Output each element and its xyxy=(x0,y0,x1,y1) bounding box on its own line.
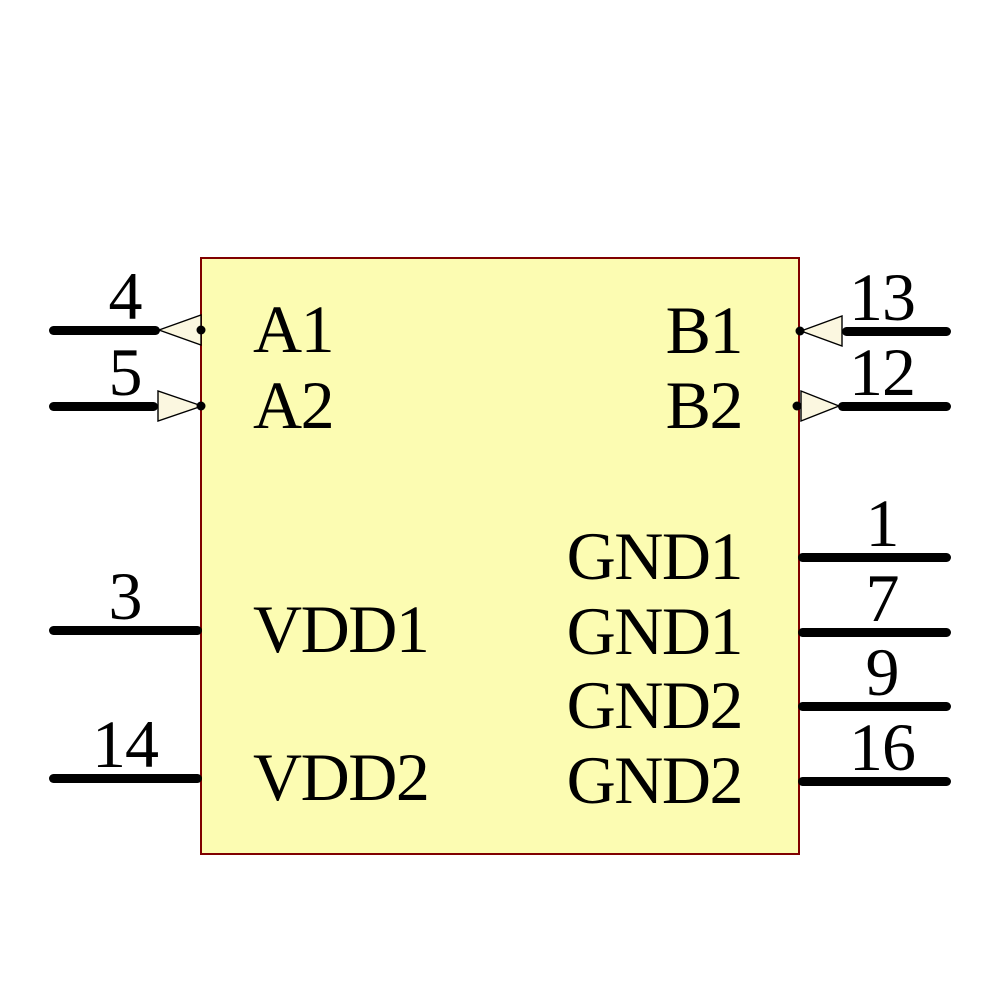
pin-wire-7 xyxy=(798,627,951,637)
pin-number-5: 5 xyxy=(108,334,143,410)
pin-number-14: 14 xyxy=(92,706,159,782)
pin-number-4: 4 xyxy=(108,258,143,334)
pin-label-a2-5: A2 xyxy=(253,367,335,443)
pin-label-b2-12: B2 xyxy=(665,367,744,443)
pin-number-16: 16 xyxy=(849,709,916,785)
ic-body xyxy=(200,257,800,855)
pin-wire-9 xyxy=(798,701,951,711)
pin-label-vdd2-14: VDD2 xyxy=(253,739,430,815)
pin-wire-5 xyxy=(49,401,158,411)
pin-number-9: 9 xyxy=(865,634,900,710)
pin-label-b1-13: B1 xyxy=(665,292,744,368)
pin-wire-16 xyxy=(798,776,951,786)
pin-number-7: 7 xyxy=(865,560,900,636)
pin-wire-3 xyxy=(49,625,202,635)
pin-number-13: 13 xyxy=(849,259,916,335)
pin-number-12: 12 xyxy=(849,334,916,410)
pin-label-gnd2-9: GND2 xyxy=(566,667,744,743)
pin-wire-12 xyxy=(838,401,951,411)
pin-number-1: 1 xyxy=(865,485,900,561)
pin-label-gnd1-1: GND1 xyxy=(566,518,744,594)
pin-wire-13 xyxy=(842,326,951,336)
pin-label-a1-4: A1 xyxy=(253,291,335,367)
pin-label-gnd2-16: GND2 xyxy=(566,742,744,818)
pin-label-vdd1-3: VDD1 xyxy=(253,591,430,667)
pin-wire-4 xyxy=(49,325,160,335)
pin-wire-1 xyxy=(798,552,951,562)
pin-wire-14 xyxy=(49,773,202,783)
pin-label-gnd1-7: GND1 xyxy=(566,593,744,669)
pin-number-3: 3 xyxy=(108,558,143,634)
